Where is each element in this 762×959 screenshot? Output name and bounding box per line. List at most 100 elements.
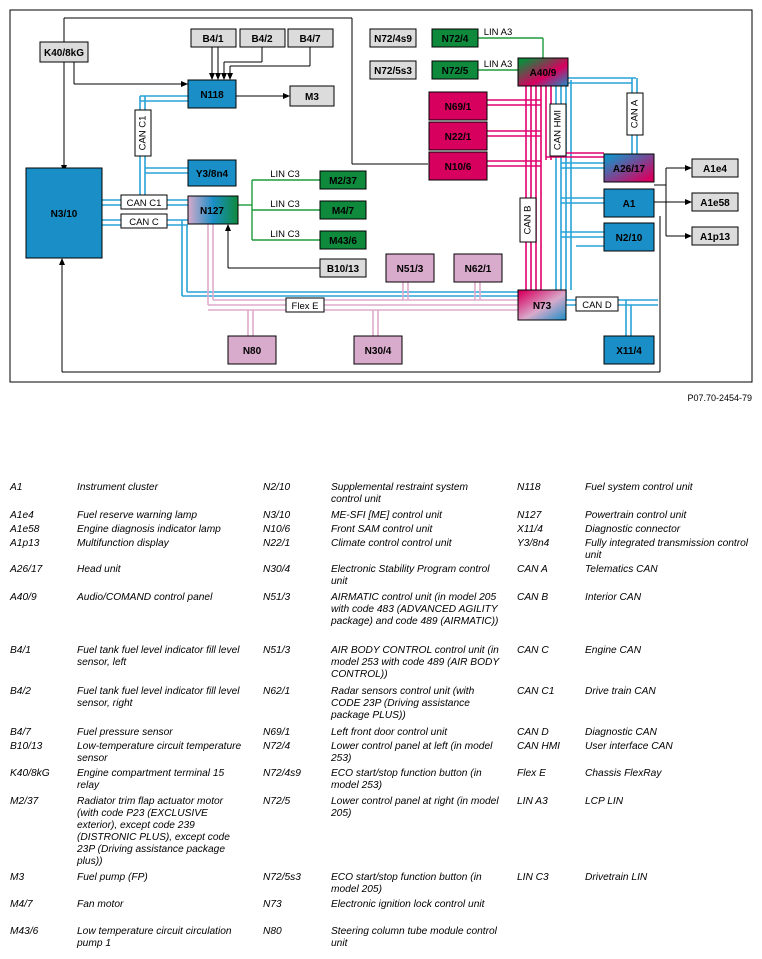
node-label: K40/8kG xyxy=(44,48,84,59)
bus-label: CAN D xyxy=(582,300,612,311)
bus-label-flex-e: Flex E xyxy=(285,297,325,313)
legend-code: K40/8kG xyxy=(10,768,50,779)
node-label: N62/1 xyxy=(465,264,492,275)
node-label: N30/4 xyxy=(365,346,392,357)
legend-description: Drive train CAN xyxy=(585,686,656,697)
node-label: A1e58 xyxy=(700,198,730,209)
node-n72-5: N72/5 xyxy=(431,60,479,80)
legend-code: CAN HMI xyxy=(517,741,561,752)
legend-description: Interior CAN xyxy=(585,592,642,603)
legend-description: LCP LIN xyxy=(585,796,624,807)
legend-description: Electronic Stability Program control uni… xyxy=(331,564,490,587)
legend-code: N127 xyxy=(517,510,542,521)
node-b4-7: B4/7 xyxy=(287,28,334,48)
legend-code: N72/5s3 xyxy=(263,872,301,883)
node-label: M3 xyxy=(305,92,319,103)
legend-code: B4/2 xyxy=(10,686,31,697)
node-label: A1 xyxy=(623,199,636,210)
node-label: B4/2 xyxy=(251,34,273,45)
node-a1e4: A1e4 xyxy=(691,158,739,178)
node-k40-8kg: K40/8kG xyxy=(39,41,89,63)
legend-code: A1e58 xyxy=(10,524,40,535)
legend-description: Engine diagnosis indicator lamp xyxy=(77,524,221,535)
flexray-lines xyxy=(207,224,518,336)
node-n118: N118 xyxy=(187,79,237,109)
node-label: A1p13 xyxy=(700,232,730,243)
legend-description: AIRMATIC control unit (in model 205 with… xyxy=(331,592,499,627)
node-label: N2/10 xyxy=(616,233,643,244)
legend-description: Chassis FlexRay xyxy=(585,768,662,779)
node-b10-13: B10/13 xyxy=(319,258,367,278)
legend-description: Fuel reserve warning lamp xyxy=(77,510,198,521)
node-label: N118 xyxy=(200,90,224,101)
legend-description: ECO start/stop function button (in model… xyxy=(331,768,482,791)
bus-label-lin-c3-3: LIN C3 xyxy=(270,229,300,240)
legend-code: N80 xyxy=(263,926,282,937)
bus-label-lin-c3-1: LIN C3 xyxy=(270,169,300,180)
node-label: N73 xyxy=(533,301,552,312)
legend-description: Multifunction display xyxy=(77,538,169,549)
node-label: N72/5s3 xyxy=(374,66,412,77)
node-label: N10/6 xyxy=(445,162,472,173)
node-a40-9: A40/9 xyxy=(517,57,569,87)
legend-description: AIR BODY CONTROL control unit (in model … xyxy=(331,645,499,680)
legend-code: N73 xyxy=(263,899,282,910)
node-n30-4: N30/4 xyxy=(353,335,403,365)
node-n127: N127 xyxy=(187,195,239,225)
node-n10-6: N10/6 xyxy=(428,151,488,181)
legend-code: CAN A xyxy=(517,564,548,575)
bus-label-can-hmi: CAN HMI xyxy=(549,103,567,157)
node-n2-10: N2/10 xyxy=(603,222,655,252)
legend-description: Lower control panel at left (in model 25… xyxy=(331,741,493,764)
node-label: X11/4 xyxy=(616,346,642,357)
node-label: B4/1 xyxy=(202,34,224,45)
bus-label: CAN HMI xyxy=(553,110,564,150)
legend-code: N118 xyxy=(517,482,541,493)
node-label: N3/10 xyxy=(51,209,78,220)
legend-description: Climate control control unit xyxy=(331,538,452,549)
node-a1p13: A1p13 xyxy=(691,226,739,246)
node-label: A40/9 xyxy=(530,68,557,79)
node-n62-1: N62/1 xyxy=(453,253,503,283)
bus-label-lin-a3-1: LIN A3 xyxy=(484,27,513,38)
legend-description: Fuel tank fuel level indicator fill leve… xyxy=(77,686,240,709)
legend-code: N72/4 xyxy=(263,741,291,752)
legend-code: CAN C xyxy=(517,645,549,656)
bus-label: Flex E xyxy=(292,301,319,312)
bus-label-lin-c3-2: LIN C3 xyxy=(270,199,300,210)
legend-code: CAN D xyxy=(517,727,549,738)
bus-label: CAN C1 xyxy=(138,116,149,151)
node-label: M2/37 xyxy=(329,176,357,187)
legend-code: N62/1 xyxy=(263,686,291,697)
bus-label-can-c: CAN C xyxy=(120,213,168,229)
node-m2-37: M2/37 xyxy=(319,170,367,190)
legend-code: A1 xyxy=(10,482,23,493)
legend-description: Fuel tank fuel level indicator fill leve… xyxy=(77,645,240,668)
node-label: A26/17 xyxy=(613,164,646,175)
legend-description: Telematics CAN xyxy=(585,564,658,575)
node-label: N80 xyxy=(243,346,262,357)
bus-label: CAN C xyxy=(129,217,159,228)
node-m3: M3 xyxy=(289,85,335,107)
legend-description: Powertrain control unit xyxy=(585,510,687,521)
legend-code: B4/7 xyxy=(10,727,31,738)
bus-label-can-c1-vertical: CAN C1 xyxy=(134,109,152,157)
legend-description: Fuel system control unit xyxy=(585,482,693,493)
bus-label-can-d: CAN D xyxy=(575,296,619,312)
legend-code: N72/4s9 xyxy=(263,768,301,779)
legend-description: Engine CAN xyxy=(585,645,642,656)
legend-description: Left front door control unit xyxy=(331,727,448,738)
legend-description: Audio/COMAND control panel xyxy=(77,592,213,603)
legend-code: N51/3 xyxy=(263,592,291,603)
legend-description: Fan motor xyxy=(77,899,124,910)
legend-code: N22/1 xyxy=(263,538,291,549)
legend-description: Instrument cluster xyxy=(77,482,158,493)
legend-code: LIN A3 xyxy=(517,796,548,807)
signal-lines xyxy=(61,17,690,373)
legend-description: Engine compartment terminal 15 relay xyxy=(77,768,225,791)
node-label: B4/7 xyxy=(299,34,321,45)
legend-code: N10/6 xyxy=(263,524,291,535)
legend-description: Fully integrated transmission control un… xyxy=(585,538,749,561)
legend-code: M2/37 xyxy=(10,796,39,807)
legend-description: Low-temperature circuit temperature sens… xyxy=(77,741,242,764)
